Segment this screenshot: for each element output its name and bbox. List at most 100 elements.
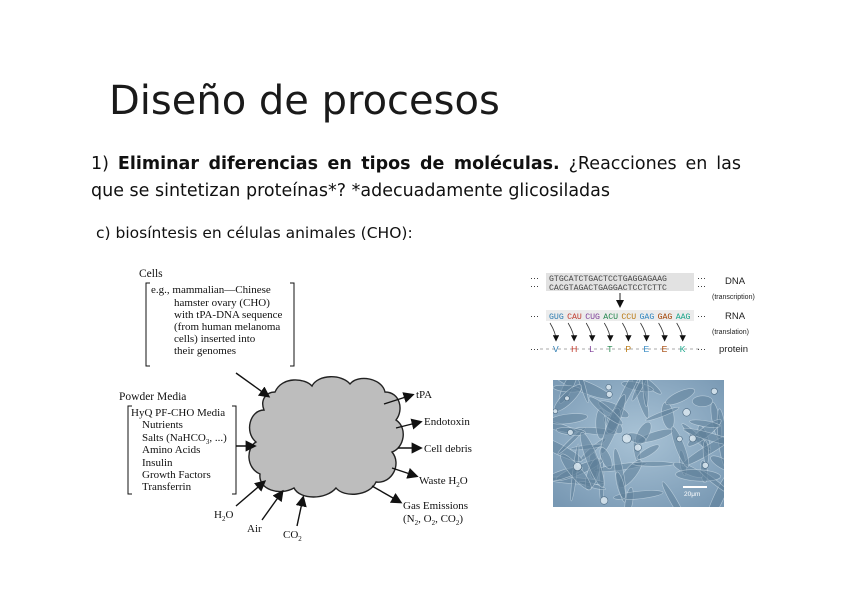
amino-acid: H	[571, 344, 577, 354]
rna-codon: AAG	[676, 313, 691, 322]
rna-dots: ⋯	[530, 311, 539, 321]
cell-shape	[710, 455, 724, 472]
dna-top-dots: ⋯	[530, 273, 539, 283]
water-arrow	[235, 480, 267, 507]
rounded-cell	[634, 443, 642, 452]
scale-bar	[683, 486, 707, 488]
media-line-5: Insulin	[142, 457, 173, 469]
micrograph-cells	[553, 380, 724, 507]
point-number: 1)	[91, 154, 109, 174]
co2-label: CO2	[283, 529, 302, 543]
cell-shape	[661, 481, 687, 507]
cell-shape	[580, 431, 605, 488]
translation-label: (translation)	[712, 329, 749, 336]
rounded-cell	[605, 384, 612, 391]
co2-arrow	[295, 495, 307, 527]
cells-line-4: (from human melanoma	[174, 321, 280, 333]
amino-acid: E	[644, 344, 650, 354]
cell-shape	[615, 471, 626, 500]
media-line-7: Transferrin	[142, 481, 192, 493]
cell-shape	[636, 444, 660, 460]
media-line-4: Amino Acids	[142, 444, 200, 456]
rounded-cell	[564, 395, 570, 401]
gas-label: Gas Emissions	[403, 500, 468, 512]
rounded-cell	[682, 408, 691, 417]
cell-shape	[588, 396, 624, 426]
cell-shape	[599, 447, 613, 470]
cell-shape	[692, 395, 713, 407]
waste-arrow	[391, 467, 419, 479]
rna-codon: CUG	[585, 313, 600, 322]
cells-line-2: hamster ovary (CHO)	[174, 297, 270, 309]
rounded-cell	[688, 434, 697, 443]
amino-acid: V	[553, 344, 559, 354]
point-bold-text: Eliminar diferencias en tipos de molécul…	[117, 154, 560, 174]
rna-codon: CCU	[621, 313, 636, 322]
cells-label: Cells	[139, 268, 163, 280]
media-label: Powder Media	[119, 391, 186, 403]
cell-shape	[553, 434, 583, 462]
dna-bottom-strand: CACGTAGACTGAGGACTCCTCTTC	[549, 284, 667, 293]
cells-line-5: cells) inserted into	[174, 333, 256, 345]
rna-label: RNA	[725, 311, 746, 322]
codon-arrow	[658, 322, 668, 342]
cells-right-bracket	[290, 282, 295, 367]
codon-arrow	[640, 322, 650, 342]
air-arrow	[261, 489, 284, 521]
cell-shape	[645, 406, 680, 422]
rna-codon: ACU	[603, 313, 618, 322]
dna-label: DNA	[725, 276, 746, 287]
gas-detail: (N2, O2, CO2)	[403, 513, 463, 527]
cell-shape	[553, 413, 588, 425]
endotoxin-arrow	[395, 418, 423, 430]
dna-box	[546, 273, 694, 291]
codon-arrow	[567, 322, 578, 342]
media-line-1: HyQ PF-CHO Media	[131, 407, 225, 419]
codon-arrows	[549, 322, 686, 342]
subheading: c) biosíntesis en células animales (CHO)…	[96, 224, 413, 242]
rounded-cell	[676, 435, 683, 443]
transcription-label: (transcription)	[712, 294, 755, 301]
rounded-cell	[553, 408, 558, 414]
cells-arrow	[235, 372, 271, 398]
cell-shape	[632, 461, 675, 467]
rounded-cell	[567, 429, 574, 436]
rounded-cell	[605, 390, 613, 398]
scale-bar-label: 20μm	[684, 491, 700, 498]
amino-acid: T	[607, 344, 612, 354]
media-right-bracket	[232, 405, 237, 495]
cells-line-1: e.g., mammalian—Chinese	[151, 284, 271, 296]
rounded-cell	[710, 387, 718, 395]
amino-acid: K	[680, 344, 686, 354]
rounded-cell	[701, 461, 709, 469]
dna-bottom-dots: ⋯	[530, 281, 539, 291]
cells-left-bracket	[145, 282, 150, 367]
rna-box	[546, 310, 694, 321]
dna-top-dots-right: ⋯	[697, 273, 706, 283]
rna-codon: CAU	[567, 313, 582, 322]
codon-arrow	[676, 322, 686, 342]
rna-codon: GAG	[658, 313, 673, 322]
cell-shape	[689, 419, 721, 428]
cell-debris-label: Cell debris	[424, 443, 472, 455]
protein-label: protein	[719, 344, 748, 355]
endotoxin-label: Endotoxin	[424, 416, 470, 428]
tpa-label: tPA	[416, 389, 432, 401]
codon-arrow	[622, 322, 632, 342]
rna-dots-right: ⋯	[697, 311, 706, 321]
codon-arrow	[585, 322, 596, 342]
protein-dots: ⋯	[530, 344, 539, 354]
point-rest-text: ¿Reacciones en las que se sintetizan pro…	[91, 154, 741, 201]
cell-shape	[682, 428, 724, 447]
point-1: 1) Eliminar diferencias en tipos de molé…	[91, 151, 741, 205]
air-label: Air	[247, 523, 262, 535]
rounded-cell	[621, 433, 632, 444]
amino-acid: E	[662, 344, 668, 354]
rna-codon: GAG	[640, 313, 655, 322]
amino-acid: P	[625, 344, 631, 354]
codon-arrow	[549, 322, 560, 342]
